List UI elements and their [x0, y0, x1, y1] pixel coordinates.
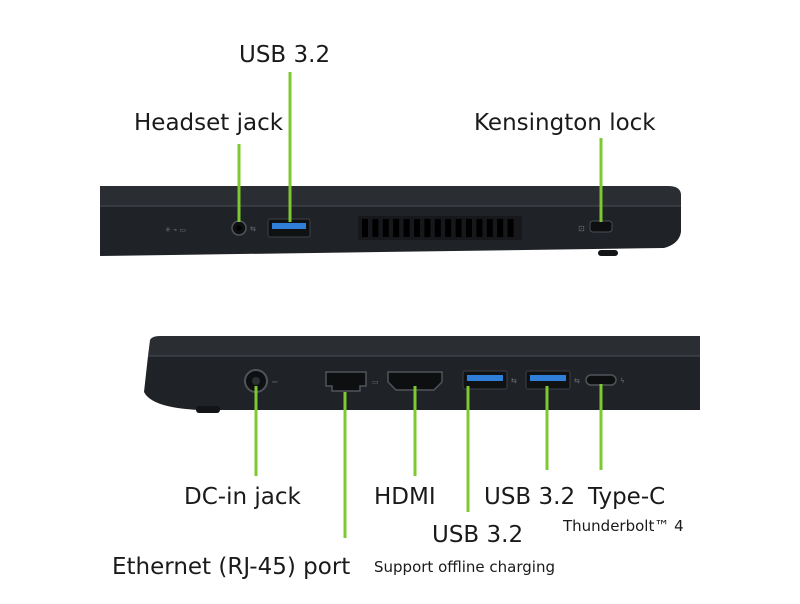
- vent-slot: [476, 219, 483, 237]
- ethernet-port-icon: [325, 371, 367, 392]
- label-usb-3-2-right: USB 3.2: [484, 484, 576, 510]
- svg-text:▭: ▭: [372, 378, 379, 386]
- label-dc-in-jack: DC-in jack: [184, 484, 301, 510]
- label-type-c: Type-C: [588, 484, 666, 510]
- vent-slot: [382, 219, 389, 237]
- vent-slot: [424, 219, 431, 237]
- kensington-slot-icon: [589, 220, 613, 233]
- vent-slot: [393, 219, 400, 237]
- svg-text:⊡: ⊡: [578, 224, 585, 233]
- note-thunderbolt-4: Thunderbolt™ 4: [563, 517, 684, 535]
- status-led-icons: ✳ ⌁ ▭: [165, 226, 186, 234]
- svg-text:⇆: ⇆: [574, 377, 580, 385]
- hdmi-port-icon: [387, 371, 443, 391]
- usb-c-port-icon: [585, 374, 617, 386]
- svg-text:⇆: ⇆: [511, 377, 517, 385]
- svg-text:⇆: ⇆: [250, 225, 256, 233]
- vent-slot: [403, 219, 410, 237]
- vent-slot: [507, 219, 514, 237]
- label-usb-3-2-left: USB 3.2: [239, 42, 331, 68]
- laptop-right-side-view: ⎓ ▭ ⇆ ⇆ ϟ: [144, 336, 700, 413]
- laptop-left-side-view: ✳ ⌁ ▭ ⇆ ⊡: [100, 186, 681, 256]
- laptop-foot: [598, 250, 618, 256]
- vent-slot: [466, 219, 472, 237]
- vent-grille-icon: [358, 216, 522, 240]
- vent-slot: [486, 219, 493, 237]
- note-support-offline-charging: Support offline charging: [374, 558, 555, 576]
- laptop-lid: [148, 336, 700, 356]
- svg-text:ϟ: ϟ: [620, 377, 625, 385]
- label-usb-3-2-offline: USB 3.2: [432, 522, 524, 548]
- svg-text:⎓: ⎓: [272, 378, 278, 386]
- callout-lines: [237, 72, 603, 538]
- vent-slot: [362, 219, 368, 237]
- laptop-lid: [100, 186, 681, 206]
- laptop-foot: [196, 406, 220, 413]
- vent-slot: [372, 219, 379, 237]
- label-ethernet-port: Ethernet (RJ-45) port: [112, 554, 351, 580]
- vent-slot: [455, 219, 462, 237]
- label-kensington-lock: Kensington lock: [474, 110, 656, 136]
- vent-slot: [434, 219, 441, 237]
- vent-slot: [445, 219, 452, 237]
- label-headset-jack: Headset jack: [134, 110, 284, 136]
- label-hdmi: HDMI: [374, 484, 436, 510]
- vent-slot: [414, 219, 420, 237]
- vent-slot: [497, 219, 504, 237]
